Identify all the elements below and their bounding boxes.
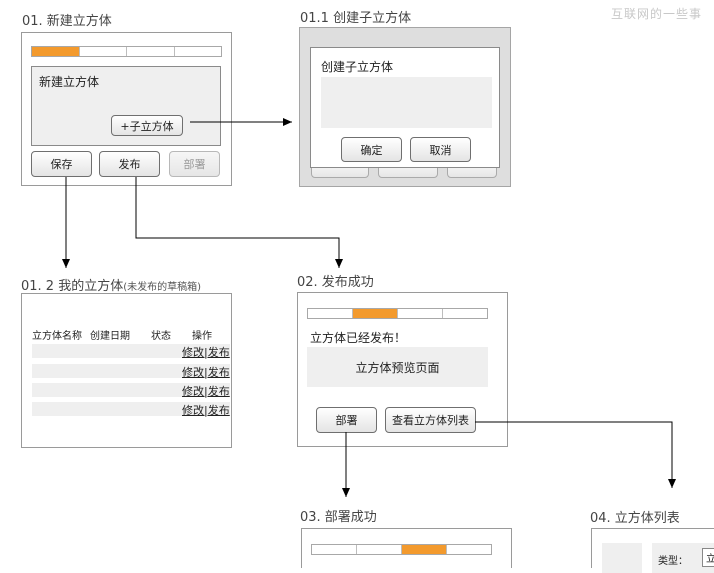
column-header-date: 创建日期 <box>90 331 130 342</box>
column-header-status: 状态 <box>151 331 171 342</box>
progress-step-3 <box>127 47 175 56</box>
my-cubes-title-note: (未发布的草稿箱) <box>123 282 202 293</box>
frame-title-deploy-success: 03. 部署成功 <box>300 510 377 525</box>
progress-step-3 <box>402 545 447 554</box>
progress-step-1 <box>32 47 80 56</box>
arrow-view-list-to-cube-list <box>475 421 676 488</box>
published-message: 立方体已经发布！ <box>310 331 407 345</box>
progress-bar <box>311 544 492 555</box>
cube-preview-page: 立方体预览页面 <box>307 347 488 387</box>
progress-step-2 <box>80 47 127 56</box>
my-cubes-title: 01. 2 我的立方体 <box>21 279 124 294</box>
frame-new-cube: 新建立方体 +子立方体 保存 发布 部署 <box>21 32 232 186</box>
edit-publish-link[interactable]: 修改|发布 <box>182 385 230 398</box>
cancel-button[interactable]: 取消 <box>410 137 471 162</box>
frame-my-cubes: 立方体名称 创建日期 状态 操作 修改|发布 修改|发布 修改|发布 修改|发布 <box>21 293 232 448</box>
flow-arrows <box>62 118 676 497</box>
frame-title-my-cubes: 01. 2 我的立方体(未发布的草稿箱) <box>21 275 201 294</box>
add-child-cube-button[interactable]: +子立方体 <box>111 115 183 136</box>
column-header-action: 操作 <box>192 331 212 342</box>
deploy-button-disabled[interactable]: 部署 <box>169 151 220 177</box>
frame-create-child: 创建子立方体 确定 取消 <box>299 27 511 187</box>
child-cube-input-area[interactable] <box>321 77 492 128</box>
frame-title-publish-success: 02. 发布成功 <box>297 275 374 290</box>
new-cube-panel: 新建立方体 +子立方体 <box>31 66 221 146</box>
deploy-button[interactable]: 部署 <box>316 407 377 433</box>
progress-step-1 <box>308 309 353 318</box>
table-row: 修改|发布 <box>32 364 230 379</box>
progress-step-2 <box>357 545 402 554</box>
frame-publish-success: 立方体已经发布！ 立方体预览页面 部署 查看立方体列表 <box>297 292 508 447</box>
watermark-text: 互联网的一些事 <box>611 7 703 21</box>
frame-title-new-cube: 01. 新建立方体 <box>22 14 112 29</box>
new-cube-panel-label: 新建立方体 <box>39 75 100 89</box>
publish-button[interactable]: 发布 <box>99 151 160 177</box>
table-row: 修改|发布 <box>32 383 230 398</box>
confirm-button[interactable]: 确定 <box>341 137 402 162</box>
frame-title-create-child: 01.1 创建子立方体 <box>300 11 412 26</box>
arrow-publish-to-success <box>135 177 343 268</box>
edit-publish-link[interactable]: 修改|发布 <box>182 366 230 379</box>
table-row: 修改|发布 <box>32 344 230 359</box>
save-button[interactable]: 保存 <box>31 151 92 177</box>
progress-step-1 <box>312 545 357 554</box>
progress-bar <box>307 308 488 319</box>
frame-title-cube-list: 04. 立方体列表 <box>590 511 680 526</box>
table-row: 修改|发布 <box>32 402 230 417</box>
progress-step-3 <box>398 309 443 318</box>
edit-publish-link[interactable]: 修改|发布 <box>182 346 230 359</box>
progress-bar <box>31 46 222 57</box>
dialog-title: 创建子立方体 <box>321 60 394 74</box>
view-cube-list-button[interactable]: 查看立方体列表 <box>385 407 476 433</box>
edit-publish-link[interactable]: 修改|发布 <box>182 404 230 417</box>
column-header-name: 立方体名称 <box>32 331 82 342</box>
create-child-dialog: 创建子立方体 确定 取消 <box>310 47 500 168</box>
progress-step-2 <box>353 309 398 318</box>
